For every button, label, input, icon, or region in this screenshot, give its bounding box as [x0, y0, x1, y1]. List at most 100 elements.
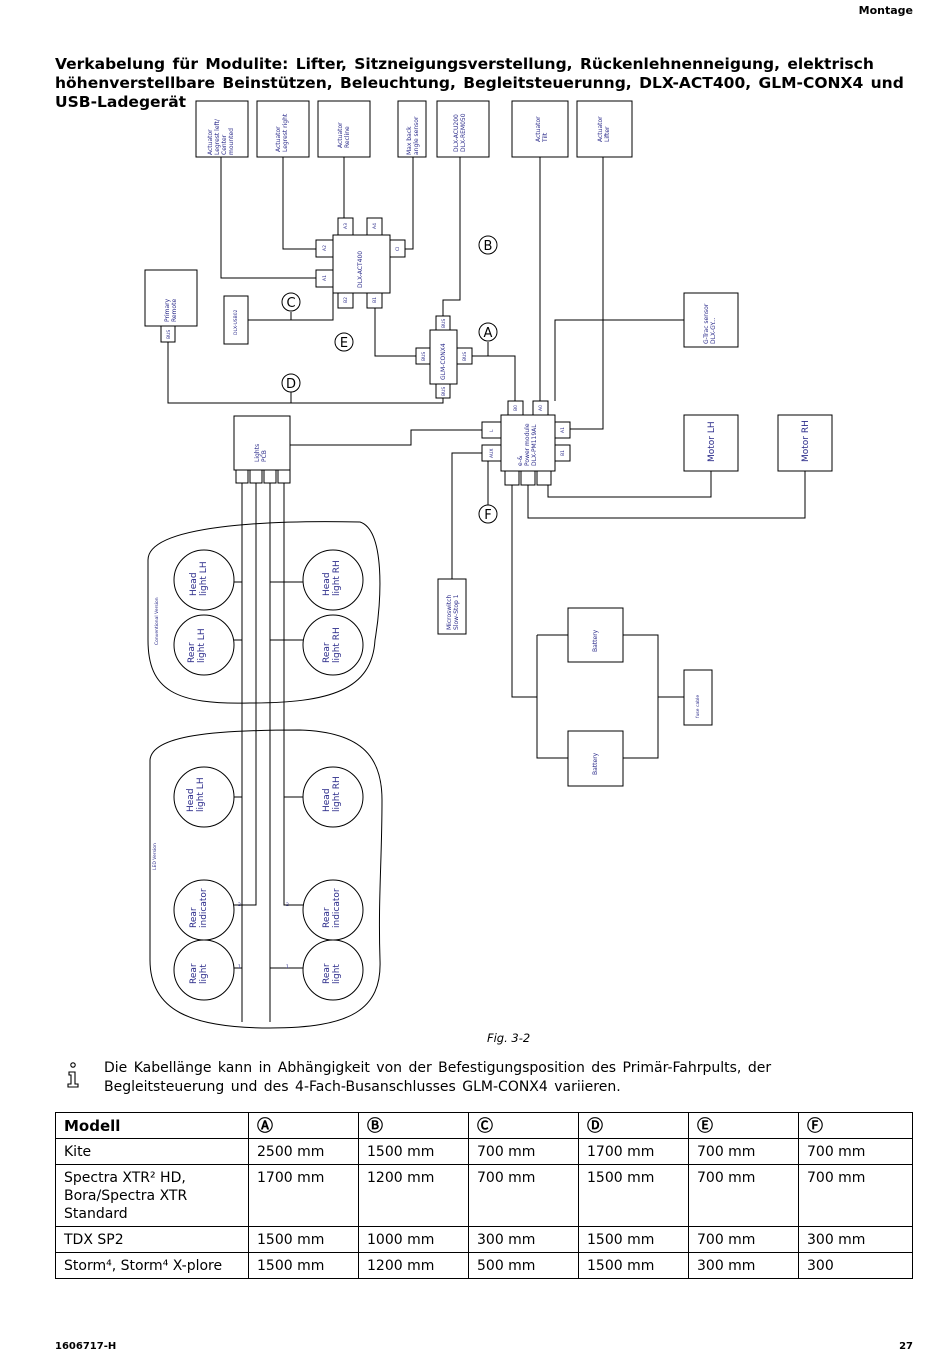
pin-2-right: 2: [286, 902, 289, 908]
cell-e: 700 mm: [688, 1226, 799, 1253]
conv-head-light-lh-label: Head light LH: [189, 561, 209, 596]
conv-head-light-rh-label: Head light RH: [322, 560, 342, 596]
microswitch-box: [437, 578, 467, 635]
led-rear-light-left-label: Rear light: [189, 961, 209, 984]
act400-box: [332, 234, 391, 294]
actuator-legrest-right-box: [256, 100, 310, 158]
battery-2-label: Battery: [592, 752, 599, 775]
actuator-recline-label: Actuator Recline: [337, 120, 351, 148]
microswitch-label: Microswitch Slow-Stop 1: [446, 593, 460, 630]
conv-rear-light-rh: [302, 614, 364, 676]
motor-rh-box: [777, 414, 833, 472]
cell-e: 700 mm: [688, 1164, 799, 1227]
fuse-cable-box: [683, 669, 713, 726]
marker-d: D: [286, 377, 296, 392]
act400-b1-label: B1: [372, 297, 378, 303]
cell-e: 300 mm: [688, 1252, 799, 1279]
cell-d: 1700 mm: [578, 1138, 689, 1165]
section-header: Montage: [858, 4, 913, 17]
act400-a1-pin: [315, 269, 334, 288]
conx4-label: GLM-CONX4: [440, 343, 447, 380]
motor-lh-box: [683, 414, 739, 472]
actuator-tilt-label: Actuator Tilt: [535, 114, 549, 143]
lights-pcb-label: Lights PCB: [254, 442, 268, 462]
led-head-light-lh: [173, 766, 235, 828]
figure-caption: Fig. 3-2: [487, 1031, 531, 1045]
primary-remote-box: [144, 269, 198, 327]
power-out2: [520, 470, 536, 486]
cell-d: 1500 mm: [578, 1164, 689, 1227]
cell-b: 1200 mm: [358, 1164, 469, 1227]
marker-c: C: [286, 296, 295, 311]
actuator-lifter-box: [576, 100, 633, 158]
primary-remote-bus-label: BUS: [166, 330, 172, 339]
col-header-e: Ⓔ: [688, 1112, 799, 1139]
act400-a1-label: A1: [322, 275, 328, 281]
col-header-d: Ⓓ: [578, 1112, 689, 1139]
lights-pcb-port3: [263, 469, 277, 484]
col-header-b: Ⓑ: [358, 1112, 469, 1139]
lights-pcb-port1: [235, 469, 249, 484]
conx4-bus-bottom-label: BUS: [441, 387, 447, 396]
cell-e: 700 mm: [688, 1138, 799, 1165]
motor-rh-label: Motor RH: [801, 420, 811, 462]
pin-1-right: 1: [286, 964, 289, 970]
cell-f: 300: [798, 1252, 913, 1279]
cell-a: 1500 mm: [248, 1252, 359, 1279]
led-head-light-rh: [302, 766, 364, 828]
actuator-legrest-right-label: Actuator Legrest right: [275, 113, 289, 152]
conx4-bus-top: [435, 315, 451, 331]
power-l-label: L: [489, 429, 495, 432]
cell-b: 1000 mm: [358, 1226, 469, 1253]
power-b1-label: B1: [560, 450, 566, 456]
marker-a: A: [484, 326, 493, 341]
power-b0-label: B0: [513, 405, 519, 411]
act400-b2-pin: [337, 292, 354, 309]
conx4-bus-left-label: BUS: [421, 352, 427, 361]
cell-model: TDX SP2: [55, 1226, 249, 1253]
conv-head-light-lh: [173, 549, 235, 611]
cell-b: 1500 mm: [358, 1138, 469, 1165]
conx4-bus-right-label: BUS: [462, 352, 468, 361]
marker-f: F: [484, 508, 491, 523]
cell-model: Spectra XTR² HD, Bora/Spectra XTR Standa…: [55, 1164, 249, 1227]
pin-2-left: 2: [238, 902, 241, 908]
gtrac-box: [683, 292, 739, 348]
max-back-sensor-label: Max back angle sensor: [406, 116, 420, 155]
cell-c: 700 mm: [468, 1138, 579, 1165]
battery-box-1: [567, 607, 624, 663]
power-a1-label: A1: [560, 427, 566, 433]
conv-rear-light-lh-label: Rear light LH: [187, 628, 207, 663]
act400-a4-label: A4: [372, 223, 378, 229]
lights-pcb-port4: [277, 469, 291, 484]
power-aux-label: AUX: [489, 449, 495, 458]
wiring-diagram: B C A E D F Actuator Legrest left/ Cente…: [144, 100, 833, 1029]
cell-d: 1500 mm: [578, 1226, 689, 1253]
act400-ci-pin: [389, 239, 406, 258]
conv-rear-light-lh: [173, 614, 235, 676]
conx4-bus-top-label: BUS: [441, 319, 447, 328]
col-header-f: Ⓕ: [798, 1112, 913, 1139]
led-rear-indicator-left-label: Rear indicator: [189, 888, 209, 928]
conv-head-light-rh: [302, 549, 364, 611]
page-title: Verkabelung für Modulite: Lifter, Sitzne…: [55, 55, 904, 111]
act400-a2-label: A2: [322, 245, 328, 251]
led-version-outline: [149, 729, 383, 1029]
act400-b2-label: B2: [343, 297, 349, 303]
cell-a: 1700 mm: [248, 1164, 359, 1227]
conx4-bus-left: [415, 347, 431, 365]
power-a1-pin: [554, 421, 571, 439]
cell-model: Storm⁴, Storm⁴ X-plore: [55, 1252, 249, 1279]
led-rear-light-right: [302, 939, 364, 1001]
conv-rear-light-rh-label: Rear light RH: [322, 627, 342, 663]
actuator-recline-box: [317, 100, 371, 158]
cell-a: 1500 mm: [248, 1226, 359, 1253]
wires: [167, 157, 806, 1022]
actuator-lifter-label: Actuator Lifter: [597, 114, 611, 142]
act400-a2-pin: [315, 239, 334, 258]
cable-length-table: Modell Ⓐ Ⓑ Ⓒ Ⓓ Ⓔ Ⓕ Kite 2500 mm 1500 mm …: [55, 1112, 913, 1279]
gtrac-label: G-Trac sensor DLX-GY...: [703, 302, 717, 344]
cable-length-note: Die Kabellänge kann in Abhängigkeit von …: [104, 1060, 772, 1095]
cell-c: 500 mm: [468, 1252, 579, 1279]
act400-b1-pin: [366, 292, 383, 309]
